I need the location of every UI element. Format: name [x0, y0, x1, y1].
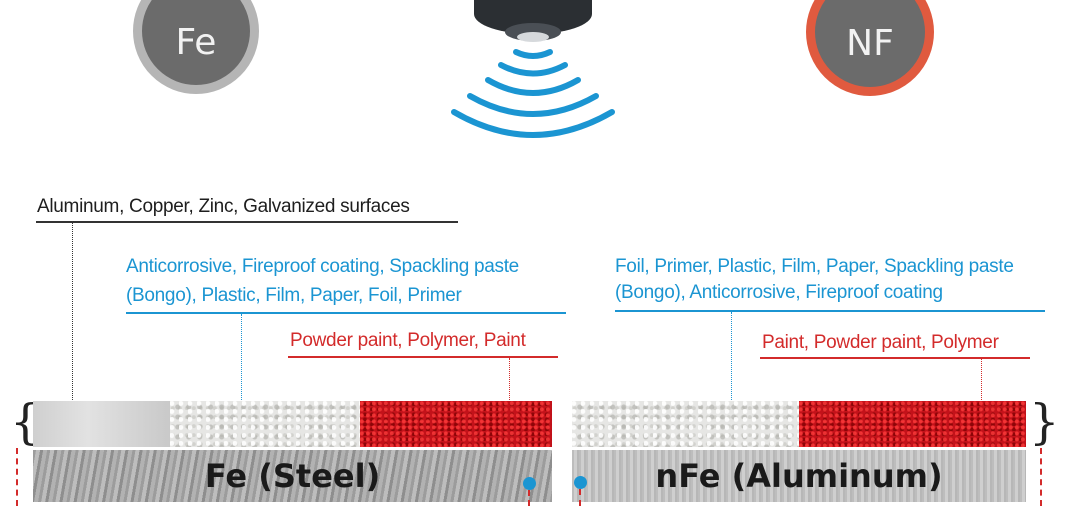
brace-right-icon: }	[1029, 394, 1060, 450]
left-pin-dot	[523, 477, 536, 490]
right-paint-leader	[981, 359, 982, 400]
left-pin-dash	[528, 490, 530, 506]
right-pin-dot	[574, 476, 587, 489]
right-spackle-coating	[572, 401, 799, 447]
right-pin-dash	[579, 489, 581, 506]
left-substrate: Fe (Steel)	[33, 450, 552, 502]
nf-badge: NF	[806, 0, 934, 96]
left-paint-underline	[288, 356, 558, 358]
right-paint-underline	[760, 357, 1030, 359]
fe-badge-label: Fe	[175, 21, 217, 63]
aluminum-leader	[72, 223, 73, 400]
left-coating-label-line2: (Bongo), Plastic, Film, Paper, Foil, Pri…	[126, 285, 462, 306]
right-substrate-label: nFe (Aluminum)	[655, 457, 943, 495]
left-paint-coating	[360, 401, 552, 447]
probe-icon	[451, 0, 615, 138]
right-substrate: nFe (Aluminum)	[572, 450, 1026, 502]
left-coating-leader	[241, 314, 242, 400]
nf-badge-label: NF	[846, 22, 894, 64]
right-paint-coating	[799, 401, 1026, 447]
left-paint-leader	[509, 358, 510, 400]
right-coating-label-line1: Foil, Primer, Plastic, Film, Paper, Spac…	[615, 256, 1014, 277]
left-coating-label-line1: Anticorrosive, Fireproof coating, Spackl…	[126, 256, 519, 277]
aluminum-label: Aluminum, Copper, Zinc, Galvanized surfa…	[37, 196, 410, 217]
right-paint-label: Paint, Powder paint, Polymer	[762, 332, 999, 353]
right-coating-label-line2: (Bongo), Anticorrosive, Fireproof coatin…	[615, 282, 943, 303]
left-edge-dash	[16, 448, 18, 506]
signal-waves-icon	[451, 49, 615, 138]
fe-badge: Fe	[133, 0, 259, 94]
right-coating-leader	[731, 312, 732, 400]
right-edge-dash	[1040, 448, 1042, 506]
left-spackle-coating	[170, 401, 360, 447]
left-paint-label: Powder paint, Polymer, Paint	[290, 330, 526, 351]
left-substrate-label: Fe (Steel)	[204, 457, 381, 495]
left-coating-underline	[126, 312, 566, 314]
left-bare-surface	[33, 401, 170, 447]
aluminum-underline	[36, 221, 458, 223]
right-coating-underline	[615, 310, 1045, 312]
